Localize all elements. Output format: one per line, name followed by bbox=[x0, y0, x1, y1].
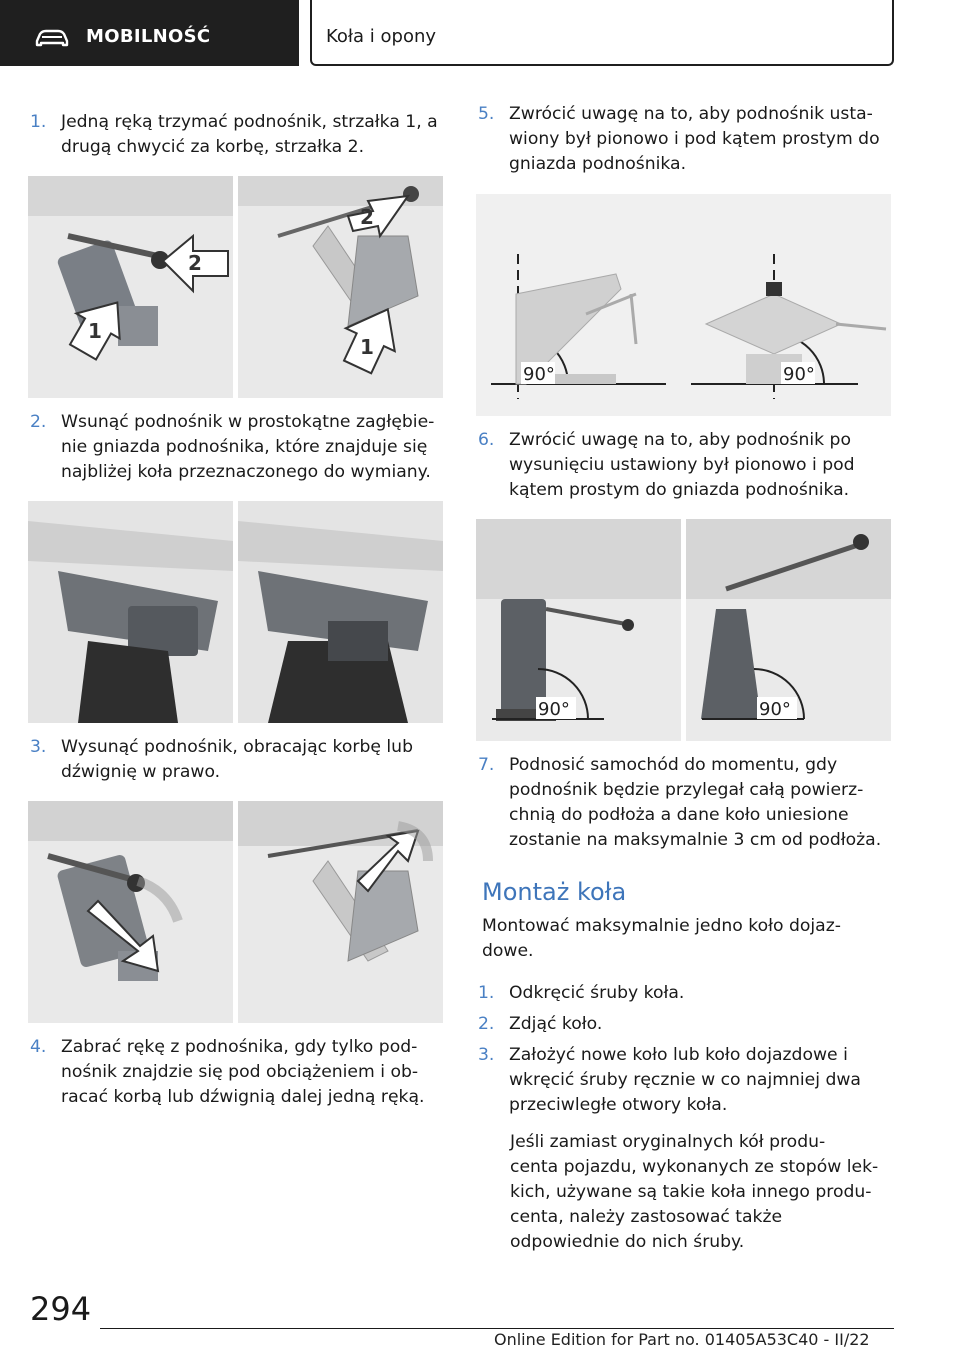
chapter-tab: Koła i opony bbox=[310, 0, 894, 66]
step-number: 4. bbox=[30, 1037, 47, 1057]
step-number: 3. bbox=[478, 1045, 495, 1065]
step-text: Wsunąć podnośnik w prostokątne zagłębie‐… bbox=[61, 412, 435, 482]
step-text: Zwrócić uwagę na to, aby podnośnik usta‐… bbox=[509, 104, 880, 174]
intro-paragraph: Montować maksymalnie jedno koło dojaz‐do… bbox=[482, 916, 841, 961]
section-heading: Montaż koła bbox=[482, 878, 627, 906]
svg-text:90°: 90° bbox=[759, 699, 791, 720]
step-text: Odkręcić śruby koła. bbox=[509, 983, 685, 1003]
page-number: 294 bbox=[30, 1290, 92, 1328]
footer-divider bbox=[100, 1328, 894, 1329]
step-number: 6. bbox=[478, 430, 495, 450]
figure-jack-extend bbox=[28, 801, 443, 1023]
step-number: 2. bbox=[478, 1014, 495, 1034]
step-number: 7. bbox=[478, 755, 495, 775]
svg-text:90°: 90° bbox=[538, 699, 570, 720]
figure-jack-socket bbox=[28, 501, 443, 723]
step-number: 5. bbox=[478, 104, 495, 124]
figure-jack-raised-drawing: 90° 90° bbox=[476, 519, 891, 741]
mount-note: Jeśli zamiast oryginalnych kół produ‐cen… bbox=[510, 1132, 879, 1252]
step-number: 1. bbox=[478, 983, 495, 1003]
svg-text:2: 2 bbox=[360, 205, 374, 229]
section-label: MOBILNOŚĆ bbox=[86, 26, 211, 47]
figure-jack-angle-drawing: 90° 90° bbox=[491, 254, 887, 399]
step-text: Jedną ręką trzymać podnośnik, strzałka 1… bbox=[61, 112, 438, 157]
figure-jack-hold: 2 1 2 1 bbox=[28, 176, 443, 398]
figure-jack-hold-drawing: 2 1 2 1 bbox=[28, 176, 443, 398]
step-text: Zabrać rękę z podnośnika, gdy tylko pod‐… bbox=[61, 1037, 425, 1107]
car-icon bbox=[35, 29, 69, 47]
step-number: 1. bbox=[30, 112, 47, 132]
svg-text:1: 1 bbox=[88, 319, 102, 343]
figure-jack-socket-drawing bbox=[28, 501, 443, 723]
figure-jack-raised: 90° 90° bbox=[476, 519, 891, 741]
section-tab: MOBILNOŚĆ bbox=[0, 0, 299, 66]
svg-text:1: 1 bbox=[360, 335, 374, 359]
step-text: Zdjąć koło. bbox=[509, 1014, 603, 1034]
footer-edition: Online Edition for Part no. 01405A53C40 … bbox=[494, 1330, 870, 1349]
step-number: 3. bbox=[30, 737, 47, 757]
figure-jack-angle: 90° 90° bbox=[476, 194, 891, 416]
chapter-title: Koła i opony bbox=[326, 26, 437, 47]
svg-text:2: 2 bbox=[188, 251, 202, 275]
svg-text:90°: 90° bbox=[783, 364, 815, 385]
figure-jack-extend-drawing bbox=[28, 801, 443, 1023]
step-number: 2. bbox=[30, 412, 47, 432]
svg-text:90°: 90° bbox=[523, 364, 555, 385]
